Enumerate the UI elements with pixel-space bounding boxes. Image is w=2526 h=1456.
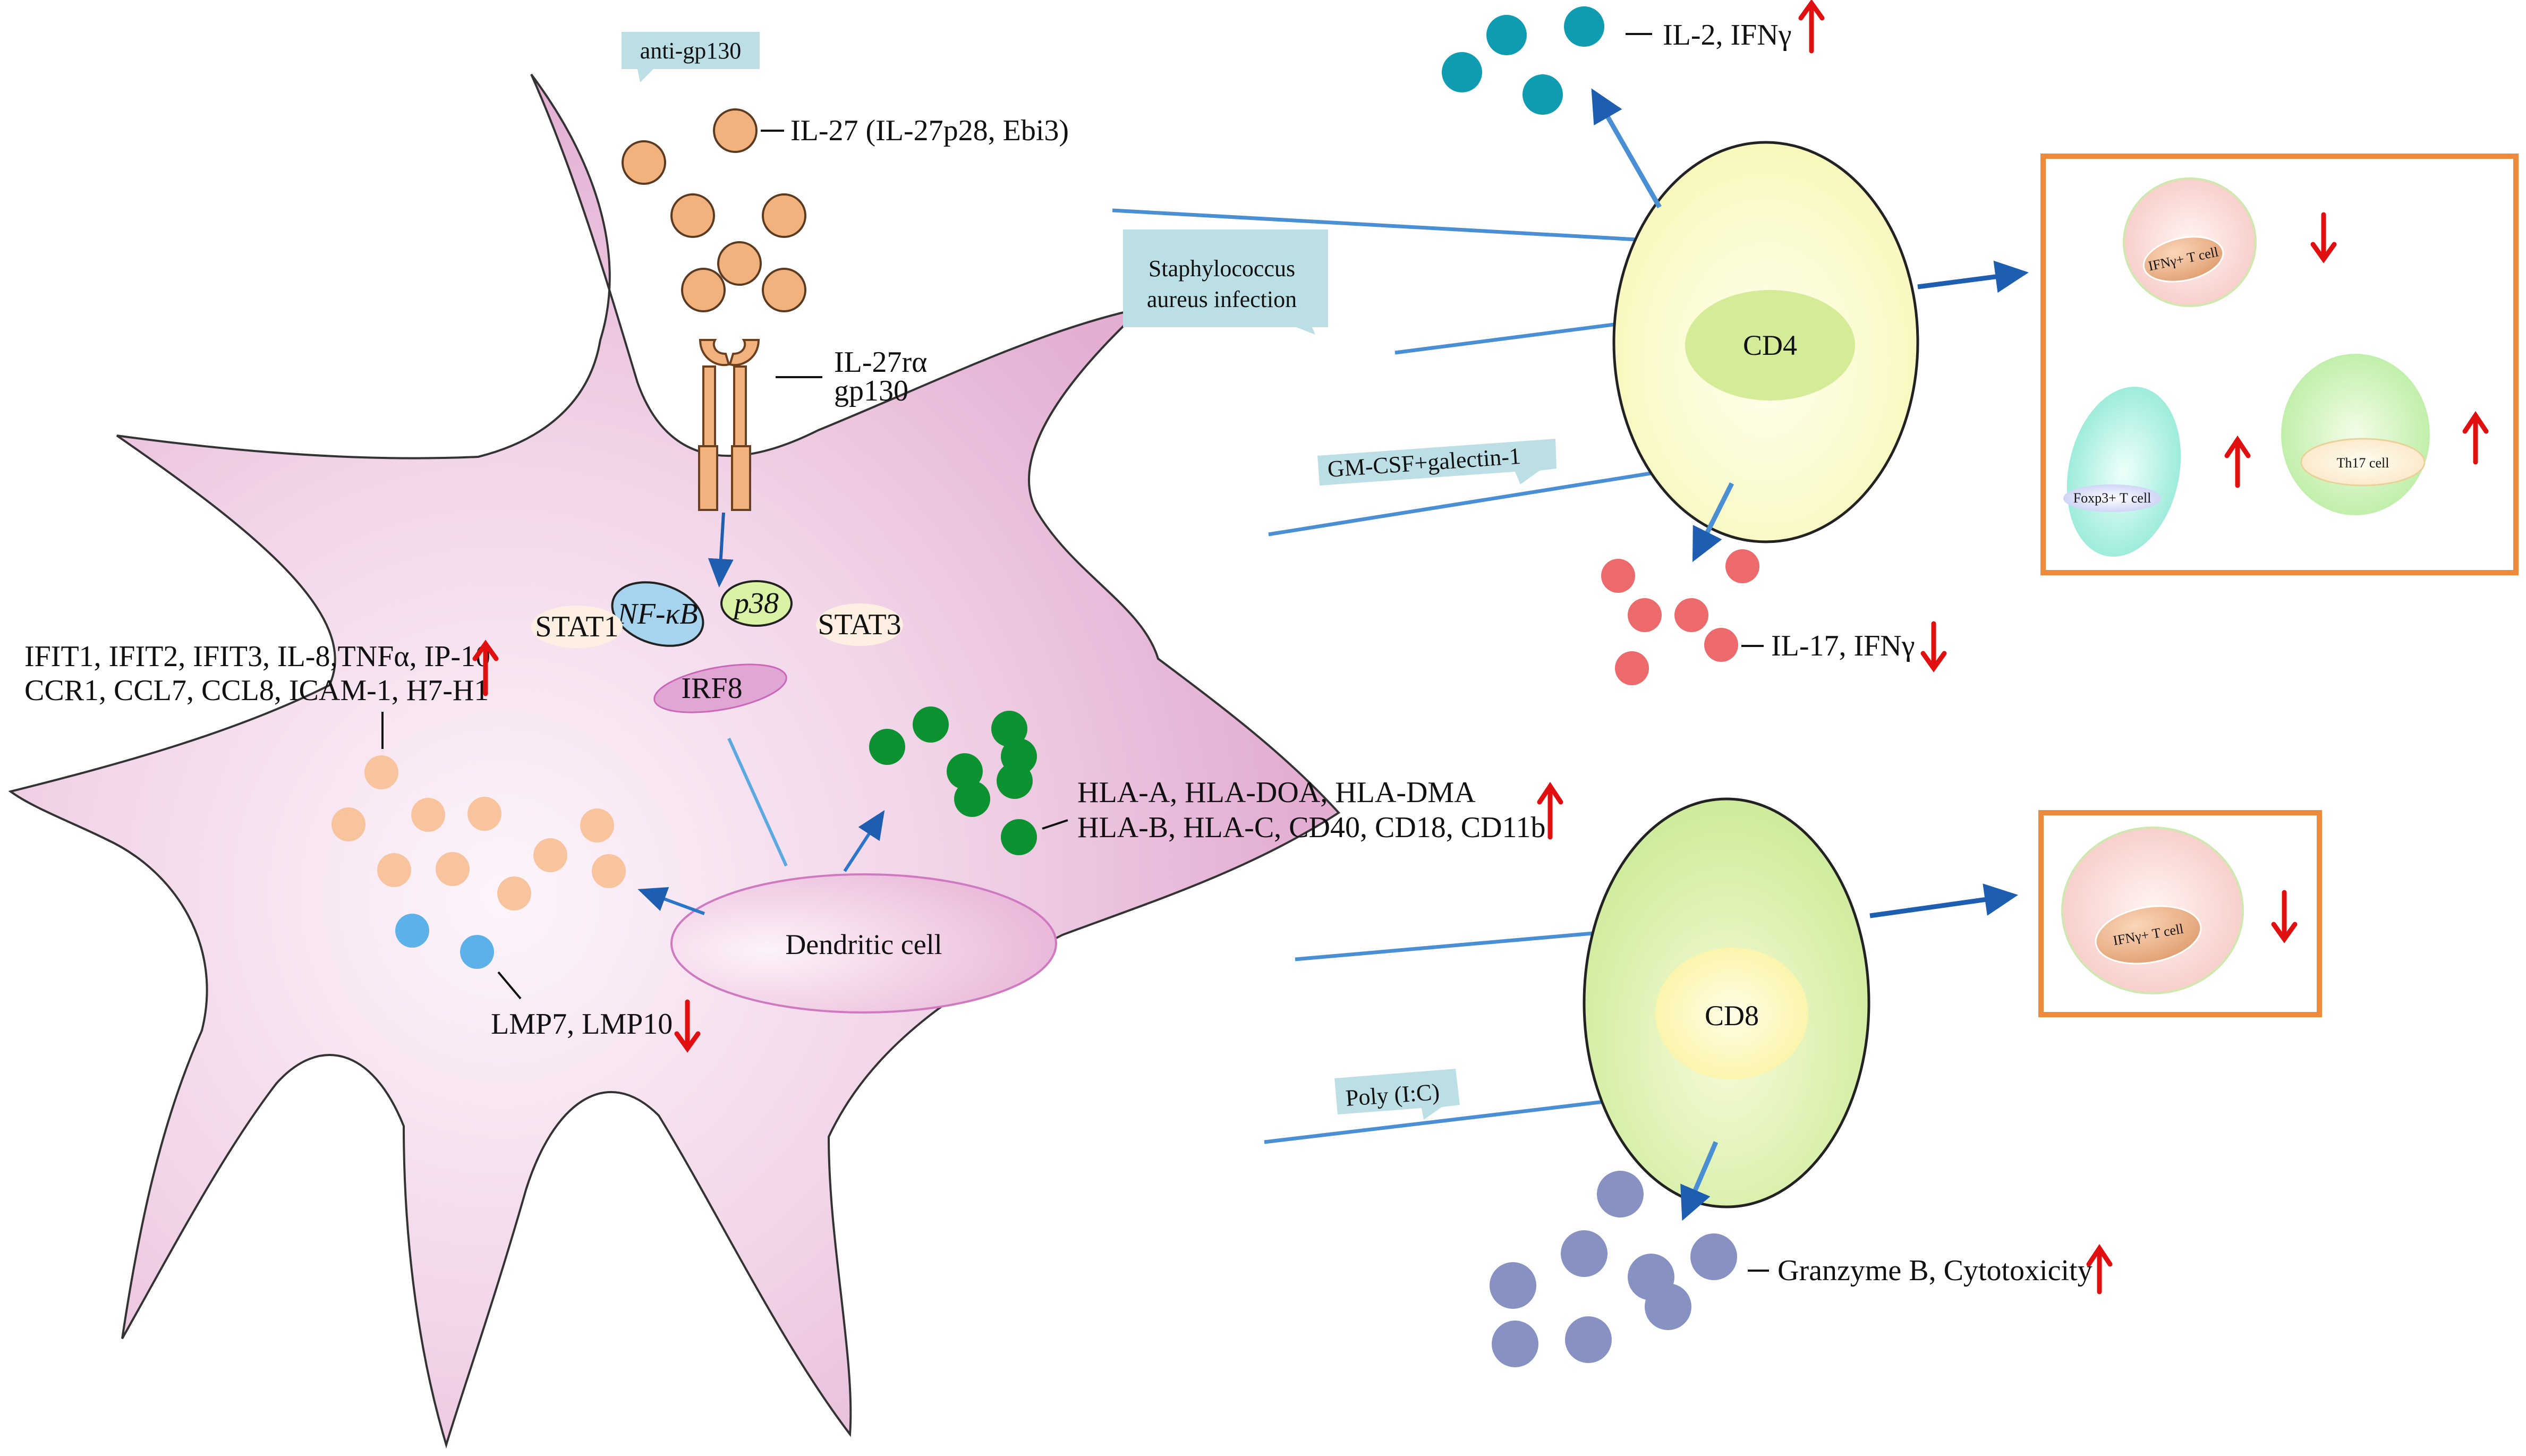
granzyme-label: Granzyme B, Cytotoxicity	[1777, 1254, 2093, 1287]
dendritic-cell-label: Dendritic cell	[785, 929, 942, 960]
cd8-ifng-t-cell: IFNγ+ T cell	[2061, 827, 2244, 994]
foxp3-up-arrow	[2224, 435, 2251, 488]
cd4-label: CD4	[1743, 329, 1797, 361]
svg-text:IRF8: IRF8	[681, 672, 742, 705]
svg-text:STAT3: STAT3	[818, 608, 901, 641]
stat1-molecule: STAT1	[531, 606, 623, 648]
anti-gp130-callout: anti-gp130	[622, 32, 760, 82]
receptor-signal-arrow	[708, 512, 734, 587]
receptor-label-1: IL-27rα	[834, 346, 928, 379]
gmcsf-callout: GM-CSF+galectin-1	[1317, 439, 1557, 486]
ifit-label-2: CCR1, CCL7, CCL8, ICAM-1, H7-H1	[24, 674, 489, 707]
cd4-to-il17-arrow	[1692, 482, 1734, 563]
poly-ic-callout: Poly (I:C)	[1334, 1069, 1460, 1120]
p38-molecule: p38	[720, 580, 793, 627]
irf8-link-line	[727, 737, 788, 867]
dendritic-cell-body	[8, 73, 1341, 1449]
receptor-label-2: gp130	[834, 374, 908, 407]
svg-text:Foxp3+ T cell: Foxp3+ T cell	[2073, 490, 2151, 506]
cd8-ifng-down-arrow	[2271, 890, 2298, 943]
il2-up-arrow	[1798, 0, 1825, 54]
granzyme-dots	[1490, 1171, 1737, 1367]
poly-ic-input-line	[1264, 1096, 1631, 1144]
hla-up-arrow	[1537, 781, 1563, 840]
anti-gp130-label: anti-gp130	[640, 38, 742, 64]
cd4-ifng-t-cell: IFNγ+ T cell	[2123, 177, 2257, 307]
th17-up-arrow	[2462, 411, 2489, 465]
irf8-molecule: IRF8	[653, 663, 787, 713]
il27-label: IL-27 (IL-27p28, Ebi3)	[790, 114, 1069, 147]
staph-label-1: Staphylococcus	[1149, 256, 1295, 282]
hla-label-1: HLA-A, HLA-DOA, HLA-DMA	[1077, 776, 1476, 809]
lmp-down-arrow	[674, 999, 701, 1053]
cd4-cell: CD4	[1612, 141, 1919, 543]
foxp3-t-cell: Foxp3+ T cell	[2063, 387, 2181, 557]
ifit-label-1: IFIT1, IFIT2, IFIT3, IL-8,TNFα, IP-10	[24, 640, 490, 673]
svg-text:p38: p38	[732, 587, 779, 620]
svg-text:Th17 cell: Th17 cell	[2337, 455, 2389, 471]
il17-down-arrow	[1920, 621, 1947, 672]
il2-label: IL-2, IFNγ	[1663, 19, 1791, 52]
svg-text:NF-κB: NF-κB	[617, 598, 698, 631]
granzyme-up-arrow	[2086, 1244, 2113, 1295]
staph-label-2: aureus infection	[1147, 286, 1297, 312]
ifit-up-arrow	[472, 640, 499, 696]
cd8-to-box-arrow	[1869, 883, 2018, 918]
cd8-to-granzyme-arrow	[1680, 1141, 1719, 1221]
cd4-to-box-arrow	[1917, 260, 2029, 293]
dc-to-hla-arrow	[843, 810, 885, 872]
dendritic-cell-nucleus: Dendritic cell	[670, 873, 1057, 1014]
cd4-ifng-down-arrow	[2310, 212, 2337, 263]
svg-text:STAT1: STAT1	[535, 610, 618, 643]
staph-callout: Staphylococcus aureus infection	[1123, 229, 1328, 335]
cd8-cell: CD8	[1583, 797, 1870, 1208]
il27-dots	[622, 108, 806, 312]
dc-to-peach-arrow	[637, 887, 705, 915]
cd4-input-line-2	[1394, 320, 1635, 355]
hla-label-2: HLA-B, HLA-C, CD40, CD18, CD11b	[1077, 811, 1545, 844]
stat3-molecule: STAT3	[816, 603, 903, 646]
il17-label: IL-17, IFNγ	[1771, 629, 1915, 662]
peach-dots	[331, 755, 626, 910]
cd8-label: CD8	[1705, 1000, 1759, 1032]
lmp-label: LMP7, LMP10	[491, 1008, 673, 1041]
gmcsf-input-line	[1268, 466, 1681, 537]
il2-dots	[1442, 6, 1604, 115]
nfkb-molecule: NF-κB	[611, 581, 704, 647]
il17-dots	[1601, 549, 1759, 685]
hla-dots	[869, 706, 1037, 855]
cd4-to-il2-arrow	[1591, 88, 1662, 209]
il27-receptor	[698, 339, 760, 511]
th17-cell: Th17 cell	[2281, 354, 2430, 515]
lmp-dots	[395, 914, 494, 969]
cd8-input-line	[1295, 931, 1600, 961]
